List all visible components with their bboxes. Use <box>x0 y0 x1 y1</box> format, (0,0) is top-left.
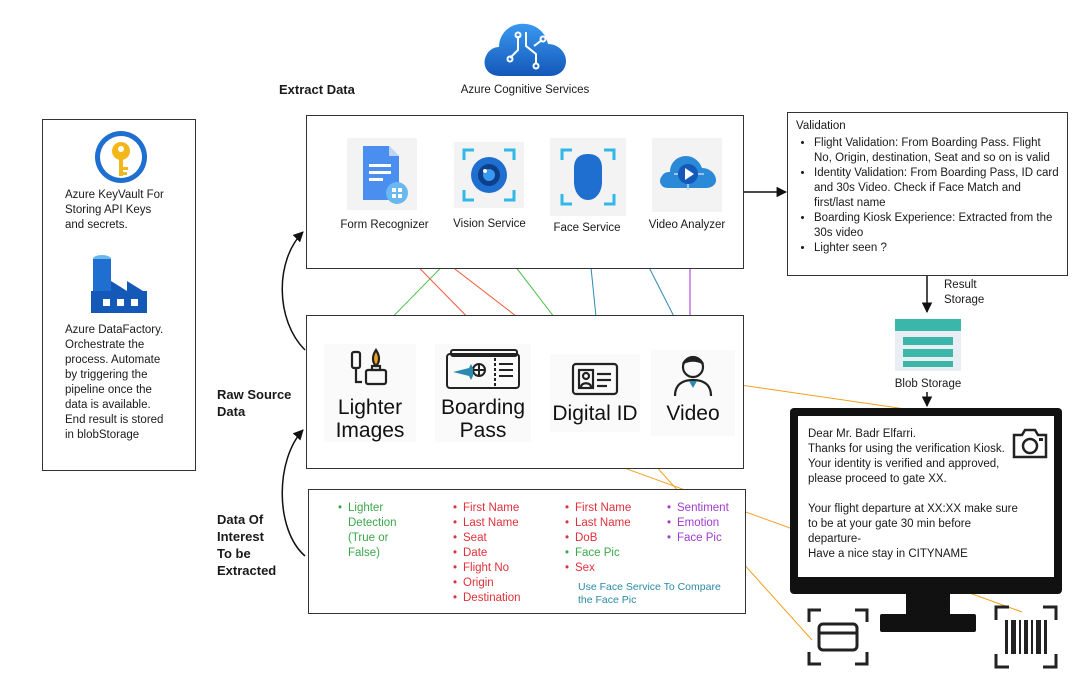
interest-id-list: First Name Last Name DoB Face Pic Sex <box>565 501 665 576</box>
card-scanner-icon <box>807 608 869 666</box>
service-label-face: Face Service <box>553 222 621 234</box>
source-label-video: Video <box>666 402 720 425</box>
interest-boarding-list: First Name Last Name Seat Date Flight No… <box>453 501 553 606</box>
id-card-icon <box>571 362 619 396</box>
vision-icon <box>462 148 516 202</box>
interest-item: Emotion <box>667 516 747 531</box>
interest-item: Seat <box>453 531 553 546</box>
kiosk-screen: Dear Mr. Badr Elfarri.Thanks for using t… <box>798 416 1054 577</box>
blob-storage-label: Blob Storage <box>894 378 962 390</box>
blob-storage-icon <box>895 319 961 371</box>
boarding-pass-icon <box>446 349 520 389</box>
data-factory-icon <box>91 255 147 313</box>
form-recognizer-icon <box>363 146 408 204</box>
interest-item: Destination <box>453 591 553 606</box>
interest-item: First Name <box>453 501 553 516</box>
interest-video-list: Sentiment Emotion Face Pic <box>667 501 747 546</box>
interest-item: Sentiment <box>667 501 747 516</box>
interest-item: Last Name <box>565 516 665 531</box>
interest-item: Face Pic <box>565 546 665 561</box>
interest-item: Face Pic <box>667 531 747 546</box>
source-label-digital-id: Digital ID <box>552 402 638 425</box>
face-icon <box>560 148 616 206</box>
interest-item: Date <box>453 546 553 561</box>
arrow-raw-to-extract <box>281 231 306 351</box>
interest-item: Origin <box>453 576 553 591</box>
cloud-label: Azure Cognitive Services <box>460 84 590 96</box>
monitor-base <box>880 614 976 632</box>
service-label-video-analyzer: Video Analyzer <box>648 219 726 231</box>
validation-item: Identity Validation: From Boarding Pass,… <box>814 166 1059 211</box>
validation-box: Validation Flight Validation: From Board… <box>787 112 1068 276</box>
video-analyzer-icon <box>660 156 716 190</box>
validation-item: Flight Validation: From Boarding Pass. F… <box>814 136 1059 166</box>
camera-icon <box>1012 428 1048 459</box>
video-analyzer-tile <box>652 138 722 212</box>
heading-extract-data: Extract Data <box>279 82 355 97</box>
arrow-interest-to-raw <box>281 429 306 557</box>
interest-item: Last Name <box>453 516 553 531</box>
validation-item: Lighter seen ? <box>814 241 1059 256</box>
service-label-vision: Vision Service <box>453 218 526 230</box>
kiosk-monitor: Dear Mr. Badr Elfarri.Thanks for using t… <box>790 408 1062 594</box>
extract-data-box: Form Recognizer Vision Service Face Serv… <box>306 115 744 269</box>
azure-cognitive-cloud-icon <box>484 23 566 76</box>
interest-item: First Name <box>565 501 665 516</box>
validation-item: Boarding Kiosk Experience: Extracted fro… <box>814 211 1059 241</box>
validation-title: Validation <box>796 120 846 132</box>
key-vault-icon <box>95 131 147 183</box>
monitor-neck <box>906 594 950 616</box>
service-label-form-recognizer: Form Recognizer <box>340 219 429 231</box>
interest-item: Sex <box>565 561 665 576</box>
validation-list: Flight Validation: From Boarding Pass. F… <box>796 136 1059 256</box>
vision-service-tile <box>454 142 524 208</box>
source-video: Video <box>651 350 735 436</box>
barcode-scanner-icon <box>994 605 1058 669</box>
kiosk-message: Dear Mr. Badr Elfarri.Thanks for using t… <box>808 428 1018 560</box>
lighter-icon <box>350 348 388 386</box>
interest-item: DoB <box>565 531 665 546</box>
face-service-tile <box>550 138 626 216</box>
person-icon <box>673 355 713 397</box>
interest-item: Flight No <box>453 561 553 576</box>
source-digital-id: Digital ID <box>550 354 640 432</box>
form-recognizer-tile <box>347 138 417 210</box>
